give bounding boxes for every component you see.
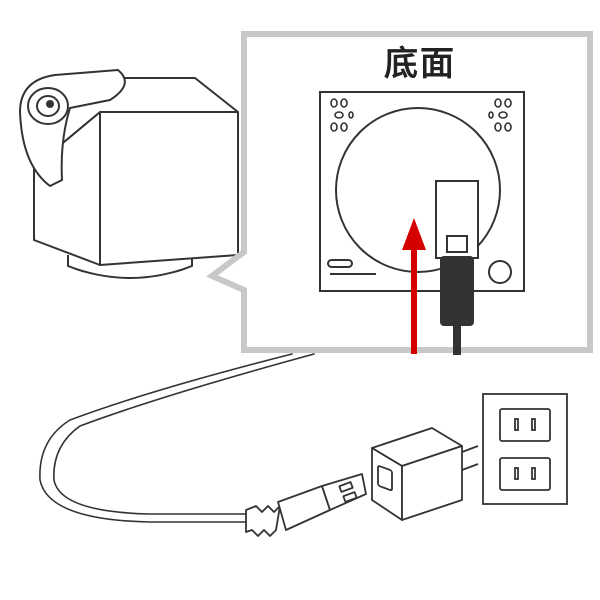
adapter-prong-1 — [461, 445, 479, 453]
bottom-slot — [327, 259, 353, 268]
camera-bottom-panel — [319, 91, 525, 292]
arrow-up-icon — [402, 218, 426, 354]
screw-holes-right — [488, 98, 512, 132]
outlet-socket-bottom — [499, 457, 551, 491]
camera-lens-center — [46, 100, 54, 108]
bottom-reset-button — [488, 260, 512, 284]
usb-connector — [245, 473, 367, 537]
outlet-socket-bottom-slot-1 — [514, 467, 519, 480]
adapter-side — [401, 445, 463, 521]
callout-title: 底面 — [384, 44, 456, 84]
usb-cable-icon — [39, 353, 315, 523]
wall-outlet-icon — [482, 393, 568, 505]
outlet-socket-bottom-slot-2 — [531, 467, 536, 480]
camera-front-face — [99, 111, 239, 266]
power-adapter-icon — [371, 427, 479, 521]
usb-plug — [440, 256, 474, 355]
adapter-prong-2 — [461, 463, 479, 471]
screw-holes-left — [330, 98, 354, 132]
usb-port-socket — [446, 235, 468, 253]
camera-icon — [19, 69, 239, 279]
adapter-usb-slot — [377, 465, 393, 492]
outlet-socket-top-slot-2 — [531, 418, 536, 431]
outlet-socket-top-slot-1 — [514, 418, 519, 431]
outlet-socket-top — [499, 408, 551, 442]
